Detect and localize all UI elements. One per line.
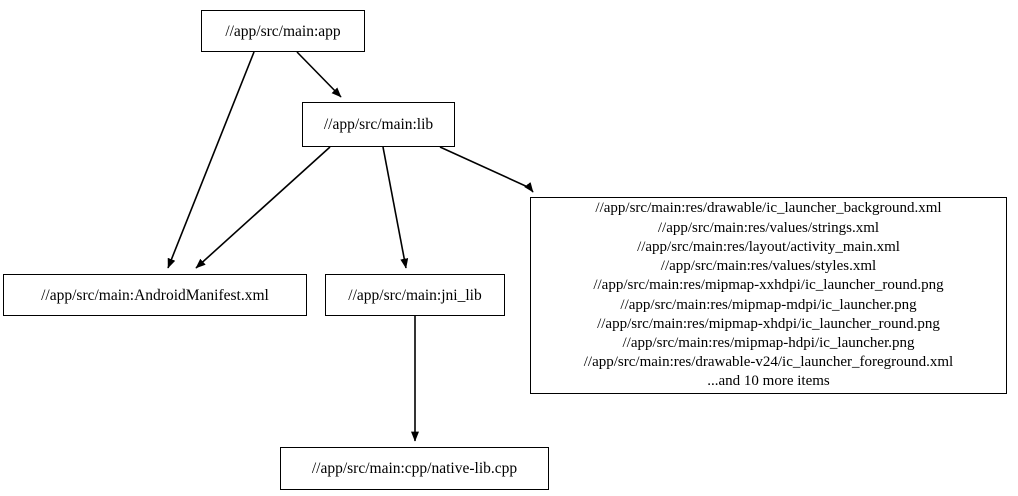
edge-app-to-lib — [296, 51, 342, 98]
node-native-lib-cpp[interactable]: //app/src/main:cpp/native-lib.cpp — [280, 447, 549, 490]
node-android-manifest[interactable]: //app/src/main:AndroidManifest.xml — [3, 274, 307, 316]
node-app[interactable]: //app/src/main:app — [201, 10, 365, 52]
edge-lib-to-manifest — [195, 146, 331, 269]
edge-lib-to-res-group — [439, 146, 534, 193]
edge-lib-to-jni-lib — [382, 146, 409, 269]
node-res-group[interactable]: //app/src/main:res/drawable/ic_launcher_… — [530, 197, 1007, 394]
edge-app-to-manifest — [167, 51, 255, 269]
node-lib[interactable]: //app/src/main:lib — [302, 102, 455, 147]
node-jni-lib[interactable]: //app/src/main:jni_lib — [325, 274, 505, 316]
